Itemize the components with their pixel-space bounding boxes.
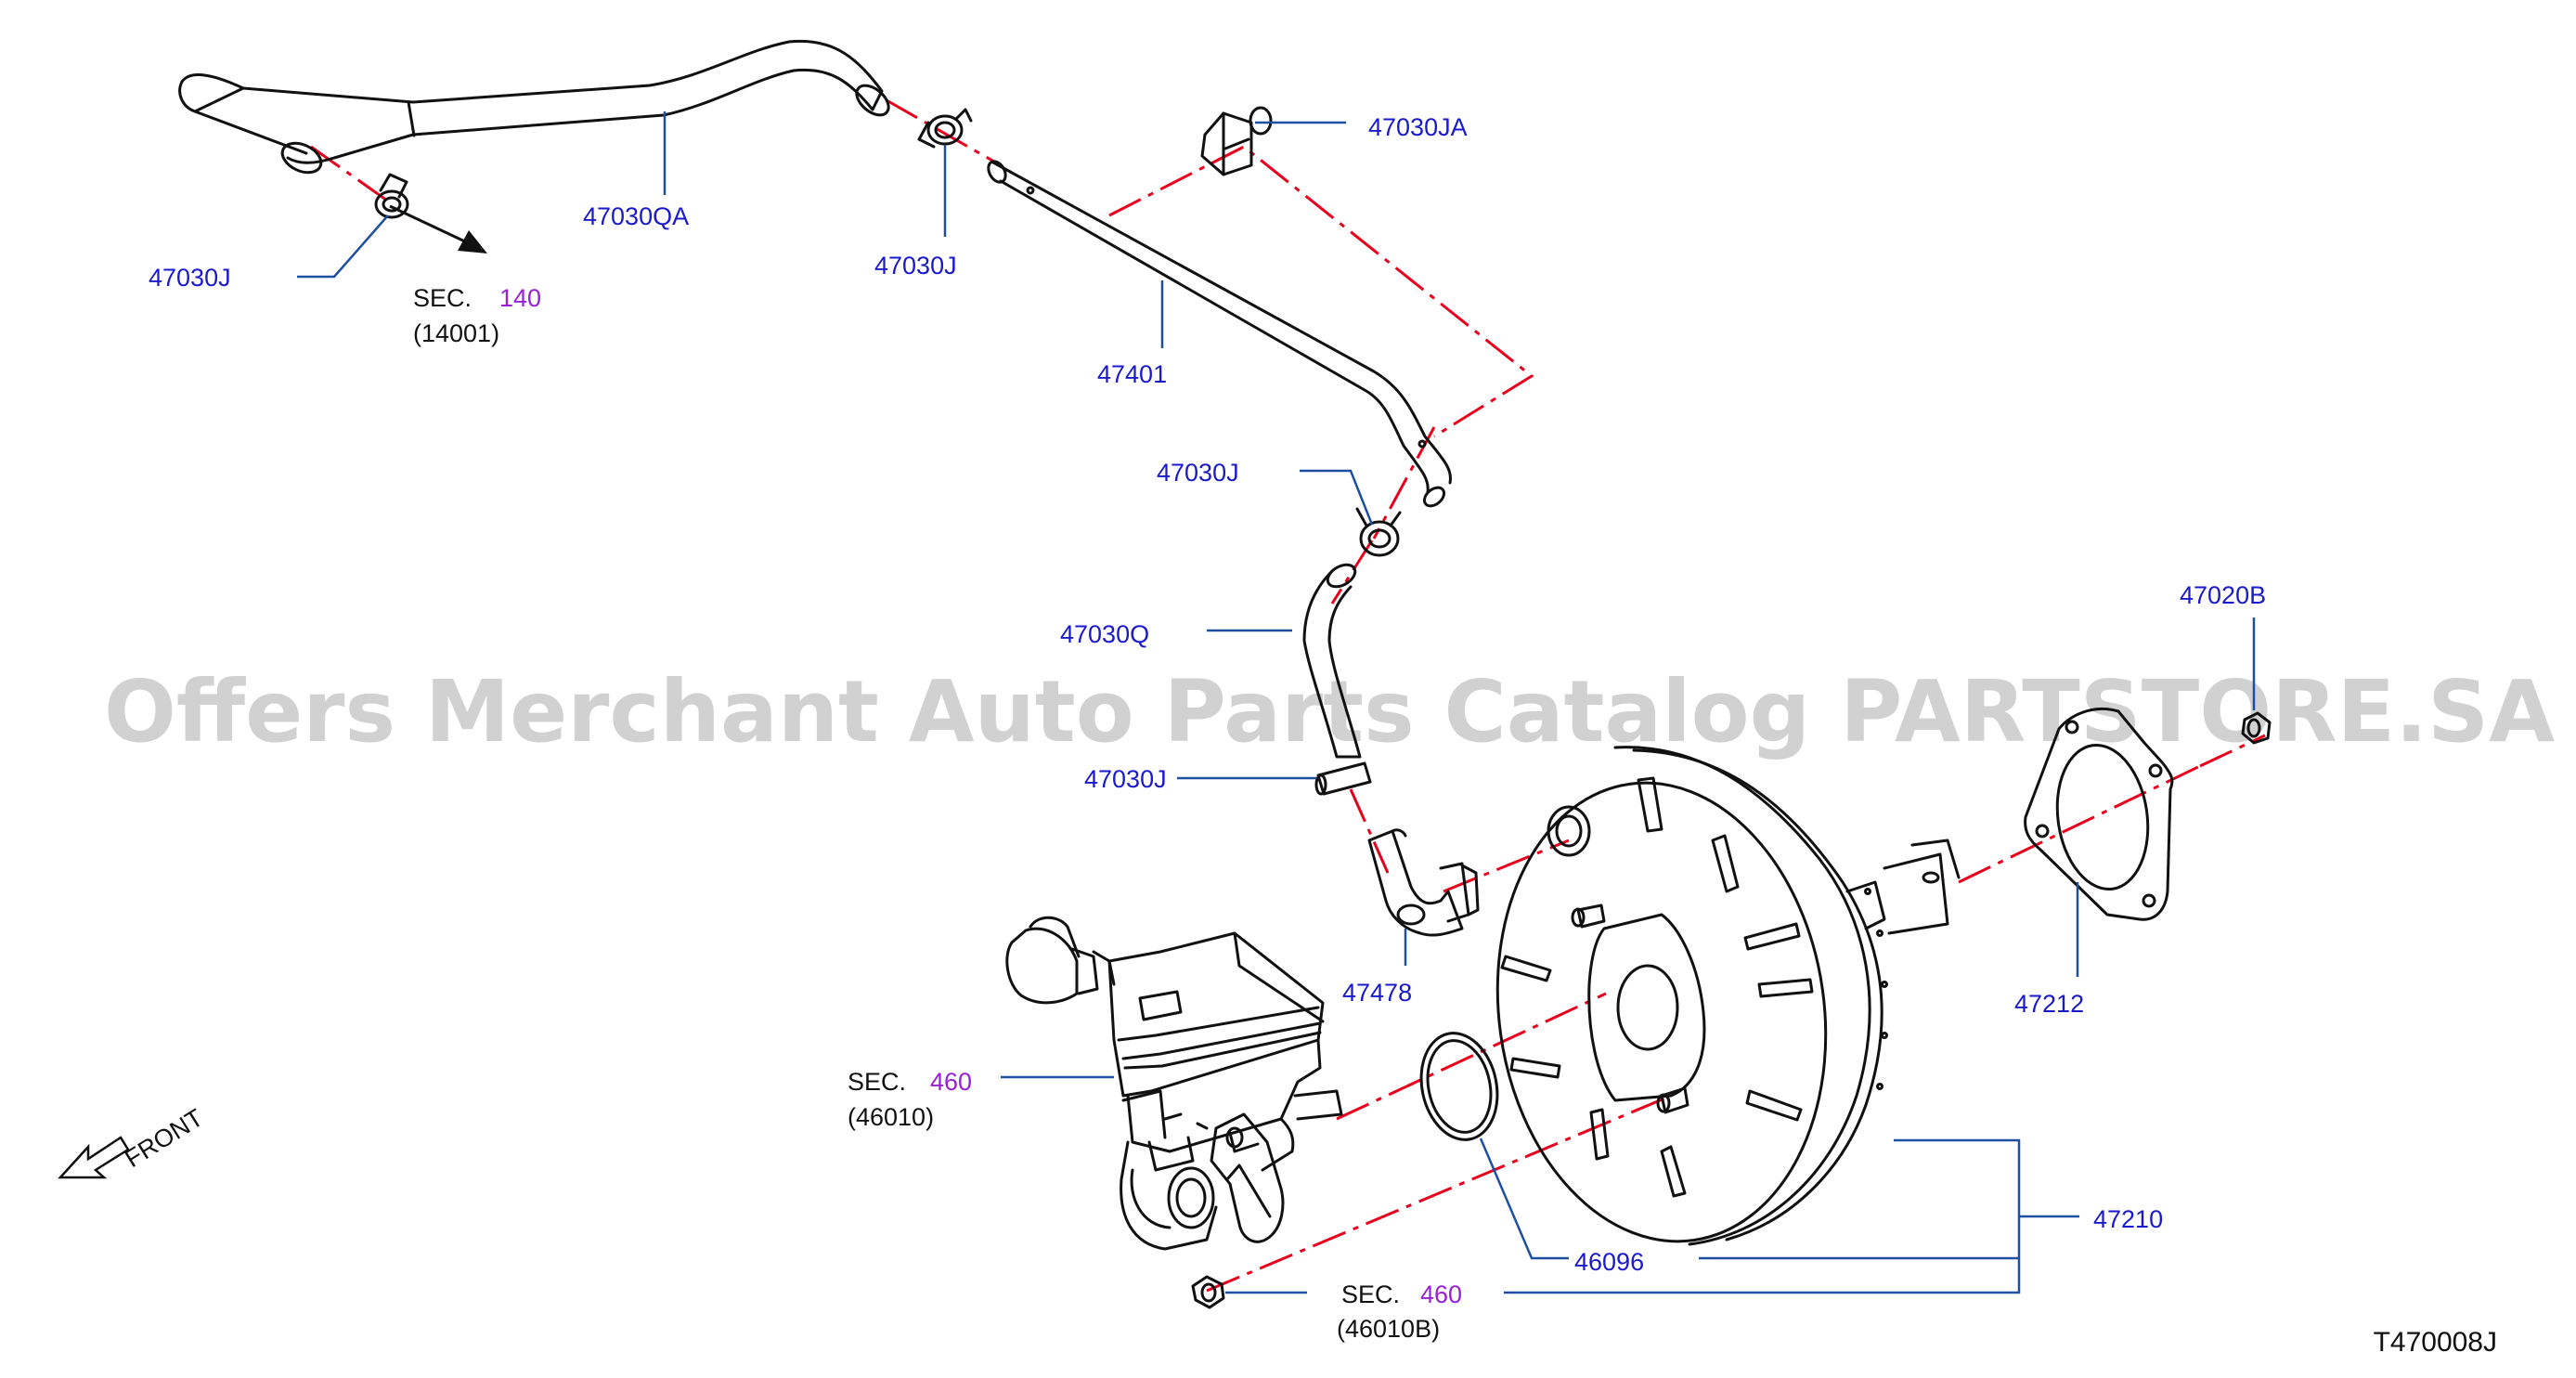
- sec140-number[interactable]: 140: [499, 284, 541, 312]
- vacuum-hose-47030Q: [1302, 563, 1362, 759]
- label-47212: 47212: [2014, 990, 2084, 1018]
- label-47210: 47210: [2093, 1205, 2163, 1233]
- label-47030Q: 47030Q: [1060, 620, 1149, 648]
- sec460b-number[interactable]: 460: [1420, 1280, 1462, 1308]
- label-46096: 46096: [1574, 1248, 1644, 1276]
- tube-clip-47030JA: [1200, 106, 1273, 176]
- front-label: FRONT: [120, 1103, 208, 1173]
- hose-clamp-47030J-c: [1355, 507, 1402, 557]
- booster-nut-47020B: [2241, 711, 2272, 745]
- label-47030QA: 47030QA: [583, 202, 689, 230]
- label-47401: 47401: [1097, 360, 1167, 388]
- label-47030J-b: 47030J: [874, 252, 957, 280]
- label-47030J-c: 47030J: [1157, 459, 1239, 487]
- sec460a-number[interactable]: 460: [930, 1068, 972, 1096]
- label-47030J-d: 47030J: [1084, 765, 1167, 793]
- hose-clamp-47030J-a: [374, 173, 409, 219]
- vacuum-hose-47030QA: [178, 39, 890, 175]
- booster-gasket-47212: [2024, 707, 2174, 921]
- leader-46096: [1479, 1138, 1569, 1260]
- leader-47030J-c: [1300, 469, 1374, 526]
- front-arrow-icon: [58, 1136, 130, 1179]
- master-cylinder-nut-46010B: [1191, 1275, 1225, 1309]
- center-line-master-cylinder-upper: [1336, 992, 1607, 1121]
- section-reference-sec460a[interactable]: SEC. 460 (46010): [848, 1068, 972, 1131]
- center-line-clip-47030JA: [1108, 145, 1534, 438]
- leader-lines: [297, 111, 2256, 1294]
- center-line-nut-47020B: [2199, 734, 2266, 768]
- sec460a-prefix: SEC.: [848, 1068, 906, 1096]
- center-line-sec140: [310, 145, 391, 204]
- watermark-text: Offers Merchant Auto Parts Catalog PARTS…: [104, 662, 2555, 761]
- section-reference-sec460b[interactable]: SEC. 460 (46010B): [1337, 1280, 1462, 1343]
- brake-booster-47210: [1495, 746, 1961, 1246]
- center-line-upper-hose: [886, 98, 1002, 167]
- o-ring-46096: [1419, 1032, 1499, 1141]
- sec460a-sub: (46010): [848, 1103, 934, 1131]
- label-47020B: 47020B: [2180, 581, 2266, 609]
- section-reference-sec140[interactable]: SEC. 140 (14001): [413, 284, 541, 347]
- sec140-arrow-icon: [389, 204, 487, 254]
- master-cylinder-46010: [1005, 916, 1343, 1251]
- hose-clamp-47030J-d: [1314, 761, 1372, 796]
- center-line-gasket: [1958, 764, 2201, 884]
- sec140-prefix: SEC.: [413, 284, 472, 312]
- leader-47030J-a: [297, 214, 389, 279]
- check-valve-47478: [1367, 828, 1480, 937]
- hose-clamp-47030J-b: [917, 108, 973, 149]
- label-47030JA: 47030JA: [1368, 113, 1468, 141]
- diagram-id: T470008J: [2374, 1327, 2497, 1358]
- sec460b-prefix: SEC.: [1341, 1280, 1400, 1308]
- vacuum-tube-47401: [987, 160, 1453, 508]
- part-labels: 47030J 47030QA 47030J 47030JA 47401 4703…: [149, 113, 2266, 1276]
- label-47030J-a: 47030J: [149, 264, 231, 292]
- sec460b-sub: (46010B): [1337, 1315, 1440, 1343]
- center-line-clamp-47030J: [1349, 788, 1390, 874]
- sec140-sub: (14001): [413, 319, 499, 347]
- label-47478: 47478: [1342, 979, 1412, 1007]
